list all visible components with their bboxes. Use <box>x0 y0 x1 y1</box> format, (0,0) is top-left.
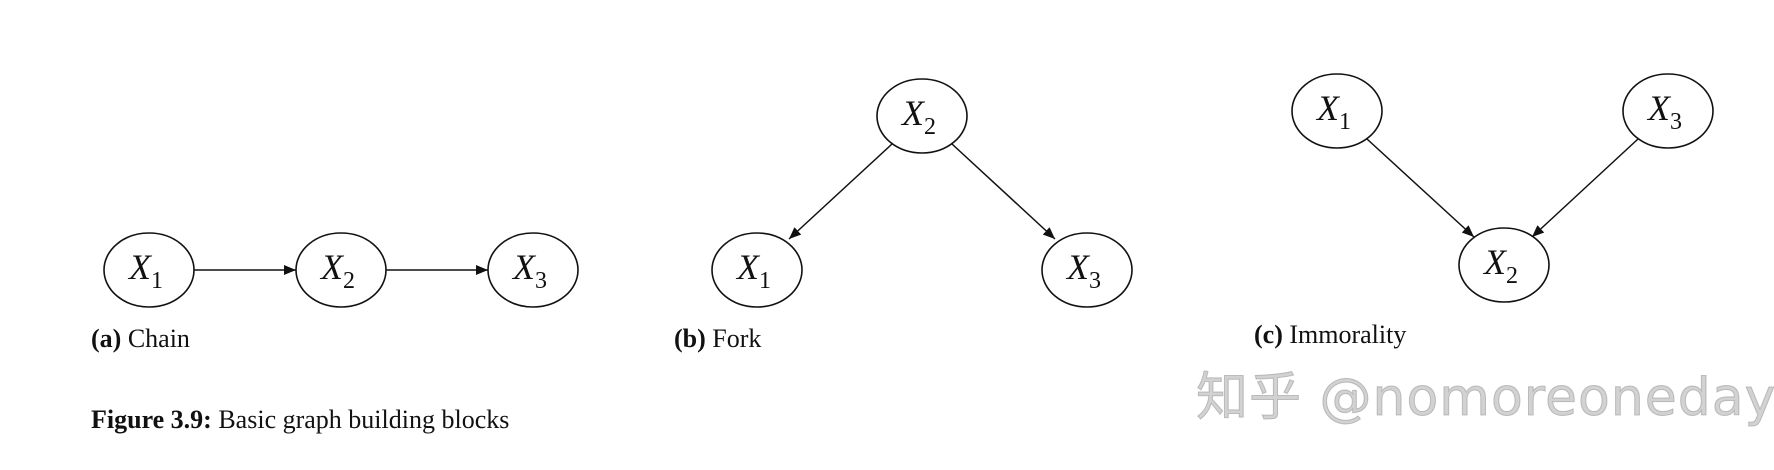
caption-immorality-name: Immorality <box>1289 320 1407 349</box>
chain-node-x1: X1 <box>103 232 195 308</box>
svg-text:X3: X3 <box>1646 88 1682 135</box>
caption-immorality: (c) Immorality <box>1254 320 1406 350</box>
immorality-node-x2: X2 <box>1458 227 1550 303</box>
caption-immorality-tag: (c) <box>1254 320 1283 349</box>
figure-caption: Figure 3.9: Basic graph building blocks <box>91 405 509 435</box>
fork-edge-x2-x1 <box>788 143 893 240</box>
caption-fork-name: Fork <box>712 324 762 353</box>
immorality-edge-x1-x2 <box>1366 138 1475 238</box>
svg-text:X2: X2 <box>900 93 936 140</box>
watermark: 知乎 @nomoreoneday <box>1195 368 1774 429</box>
caption-chain-name: Chain <box>127 324 190 353</box>
caption-chain: (a) Chain <box>91 324 190 354</box>
immorality-graph: X1 X3 X2 <box>1291 73 1714 303</box>
figure-text: Basic graph building blocks <box>218 405 510 434</box>
svg-text:X1: X1 <box>735 247 771 294</box>
immorality-edge-x3-x2 <box>1531 138 1639 238</box>
immorality-node-x3: X3 <box>1622 73 1714 149</box>
svg-text:X1: X1 <box>1315 88 1351 135</box>
caption-fork: (b) Fork <box>674 324 761 354</box>
svg-text:X3: X3 <box>1065 247 1101 294</box>
caption-fork-tag: (b) <box>674 324 706 353</box>
chain-graph: X1 X2 X3 <box>103 232 579 308</box>
svg-text:X2: X2 <box>319 247 355 294</box>
fork-node-x3: X3 <box>1041 232 1133 308</box>
chain-node-x3: X3 <box>487 232 579 308</box>
caption-chain-tag: (a) <box>91 324 122 353</box>
svg-text:X1: X1 <box>127 247 163 294</box>
fork-node-x1: X1 <box>711 232 803 308</box>
fork-edge-x2-x3 <box>951 143 1056 240</box>
fork-graph: X2 X1 X3 <box>711 78 1133 308</box>
chain-node-x2: X2 <box>295 232 387 308</box>
svg-text:X2: X2 <box>1482 242 1518 289</box>
svg-text:X3: X3 <box>511 247 547 294</box>
immorality-node-x1: X1 <box>1291 73 1383 149</box>
figure-label: Figure 3.9: <box>91 405 212 434</box>
fork-node-x2: X2 <box>876 78 968 154</box>
